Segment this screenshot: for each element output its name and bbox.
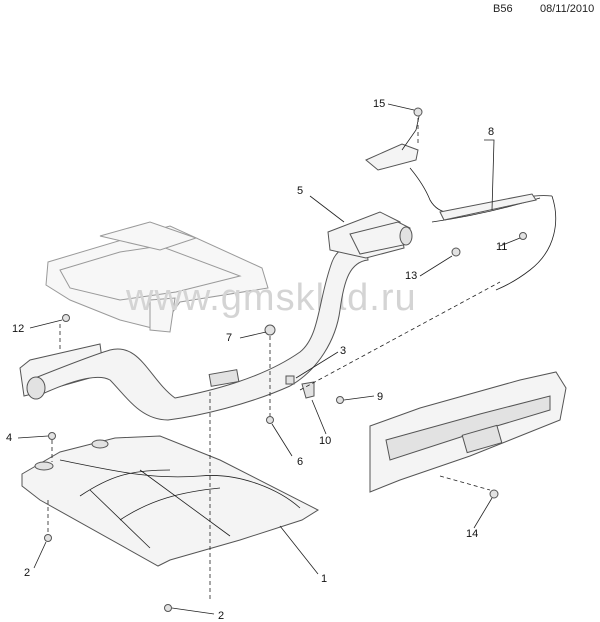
- bolt-12: [62, 314, 70, 322]
- nut-15: [413, 107, 423, 117]
- callout-c12: 12: [12, 323, 24, 335]
- callout-c5: 5: [297, 185, 303, 197]
- leader-lines: [17, 103, 521, 615]
- bolt-2a: [44, 534, 52, 542]
- heat-shield: [21, 435, 320, 567]
- bolt-9: [336, 396, 344, 404]
- callout-c8: 8: [488, 126, 494, 138]
- parking-brake-cable: [365, 111, 557, 291]
- callout-c7: 7: [226, 332, 232, 344]
- nut-11: [519, 232, 527, 240]
- page-code: B56: [493, 3, 513, 15]
- exhaust-pipe-assembly: [19, 211, 413, 421]
- alignment-lines: [47, 118, 501, 600]
- watermark: www.gmsklad.ru: [125, 277, 417, 319]
- hanger-7: [264, 324, 276, 336]
- bracket-3: [285, 375, 295, 385]
- callout-c2b: 2: [218, 610, 224, 622]
- bolt-13: [451, 247, 461, 257]
- bolt-6: [266, 416, 274, 424]
- bolt-14: [489, 489, 499, 499]
- callout-c9: 9: [377, 391, 383, 403]
- clip-10: [301, 381, 315, 399]
- bolt-4: [48, 432, 56, 440]
- bolt-2b: [164, 604, 172, 612]
- rear-crossmember: [369, 371, 567, 493]
- callout-c3: 3: [340, 345, 346, 357]
- callout-c14: 14: [466, 528, 478, 540]
- diagram-date: 08/11/2010: [540, 3, 595, 15]
- callout-c4: 4: [6, 432, 12, 444]
- callout-c13: 13: [405, 270, 417, 282]
- fasteners: [44, 107, 527, 612]
- floor-structure-outline: [45, 221, 269, 333]
- callout-c11: 11: [496, 241, 507, 253]
- callout-c6: 6: [297, 456, 303, 468]
- callout-c2a: 2: [24, 567, 30, 579]
- callout-c10: 10: [319, 435, 331, 447]
- callout-c1: 1: [321, 573, 327, 585]
- callout-c15: 15: [373, 98, 385, 110]
